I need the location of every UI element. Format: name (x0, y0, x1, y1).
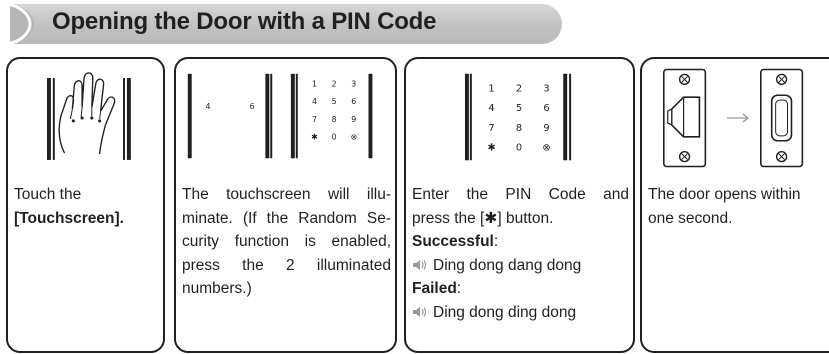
step-panel-door-open: The door opens within one second. (640, 57, 829, 353)
step-text-touch: Touch the [Touchscreen]. (14, 183, 159, 230)
pin-key: ⊗ (542, 142, 550, 153)
step-text-door-open: The door opens within one second. (648, 183, 829, 230)
keypad-full: 1 2 3 4 5 6 7 8 9 ✱ 0 ⊗ (487, 83, 550, 153)
step-panel-illuminate: 4 6 1 2 3 4 5 6 7 8 9 ✱ 0 ⊗ The touchscreen will il… (174, 57, 397, 353)
keypad-lit: 1 2 3 4 5 6 7 8 9 ✱ 0 ⊗ (311, 80, 357, 142)
step3-line1: Enter the PIN Code and (412, 186, 629, 203)
step3-line2: press the [✱] button. (412, 209, 554, 227)
lit-key: 7 (312, 115, 317, 124)
pin-key: 3 (543, 83, 549, 94)
failed-colon: : (456, 280, 462, 297)
step2-line4: press the 2 illuminated (182, 256, 391, 274)
pin-key: 2 (516, 83, 522, 94)
step2-line1: The touchscreen will illu- (182, 186, 391, 203)
step2-line2: minate. (If the Random Se- (182, 209, 391, 227)
step4-line2: one second. (648, 209, 733, 227)
step1-line2: [Touchscreen]. (14, 209, 124, 227)
door-open-illustration (662, 68, 804, 168)
failed-label: Failed (412, 280, 457, 297)
dim-key-6: 6 (250, 102, 255, 111)
pin-key: 0 (516, 142, 522, 153)
step1-line1: Touch the (14, 186, 82, 203)
hand-touch-illustration (46, 72, 131, 160)
step2-line5: numbers.) (182, 280, 252, 297)
pin-key: 8 (516, 123, 522, 134)
touchscreen-illuminate-illustration: 4 6 1 2 3 4 5 6 7 8 9 ✱ 0 ⊗ (187, 73, 373, 159)
lit-key: ✱ (311, 133, 318, 142)
header-curve-ornament (5, 2, 34, 46)
success-sound-text: Ding dong dang dong (433, 256, 582, 274)
lit-key: 6 (351, 97, 356, 106)
step2-line3: curity function is enabled, (182, 233, 391, 250)
lit-key: 8 (332, 115, 337, 124)
speaker-sound-icon (413, 259, 427, 270)
step-text-illuminate: The touchscreen will illu- minate. (If t… (182, 183, 391, 301)
step-panel-enter-pin: 1 2 3 4 5 6 7 8 9 ✱ 0 ⊗ Enter the PIN Code and pres… (404, 57, 635, 353)
speaker-sound-icon (413, 306, 427, 317)
pin-key: 9 (543, 123, 549, 134)
keypad-illustration: 1 2 3 4 5 6 7 8 9 ✱ 0 ⊗ (464, 73, 572, 161)
step4-line1: The door opens within (648, 186, 801, 203)
dim-key-4: 4 (205, 102, 210, 111)
page-title: Opening the Door with a PIN Code (52, 8, 437, 35)
header-bar (10, 4, 562, 44)
pin-key: 6 (543, 103, 549, 114)
failed-sound-text: Ding dong ding dong (433, 303, 577, 321)
success-colon: : (493, 233, 499, 250)
lit-key: ⊗ (350, 133, 357, 142)
pin-key: 7 (488, 123, 494, 134)
lit-key: 0 (332, 133, 337, 142)
lit-key: 4 (312, 97, 317, 106)
pin-key: ✱ (487, 142, 495, 153)
lit-key: 9 (351, 115, 356, 124)
pin-key: 5 (516, 103, 522, 114)
pin-key: 4 (488, 103, 494, 114)
lit-key: 5 (332, 97, 337, 106)
lit-key: 3 (351, 80, 356, 89)
lit-key: 2 (332, 80, 337, 89)
step-panel-touch: Touch the [Touchscreen]. (6, 57, 165, 353)
lit-key: 1 (312, 80, 317, 89)
section-header: Opening the Door with a PIN Code (0, 0, 829, 48)
step-text-enter-pin: Enter the PIN Code and press the [✱] but… (412, 183, 629, 324)
pin-key: 1 (488, 83, 494, 94)
success-label: Successful (412, 233, 494, 250)
